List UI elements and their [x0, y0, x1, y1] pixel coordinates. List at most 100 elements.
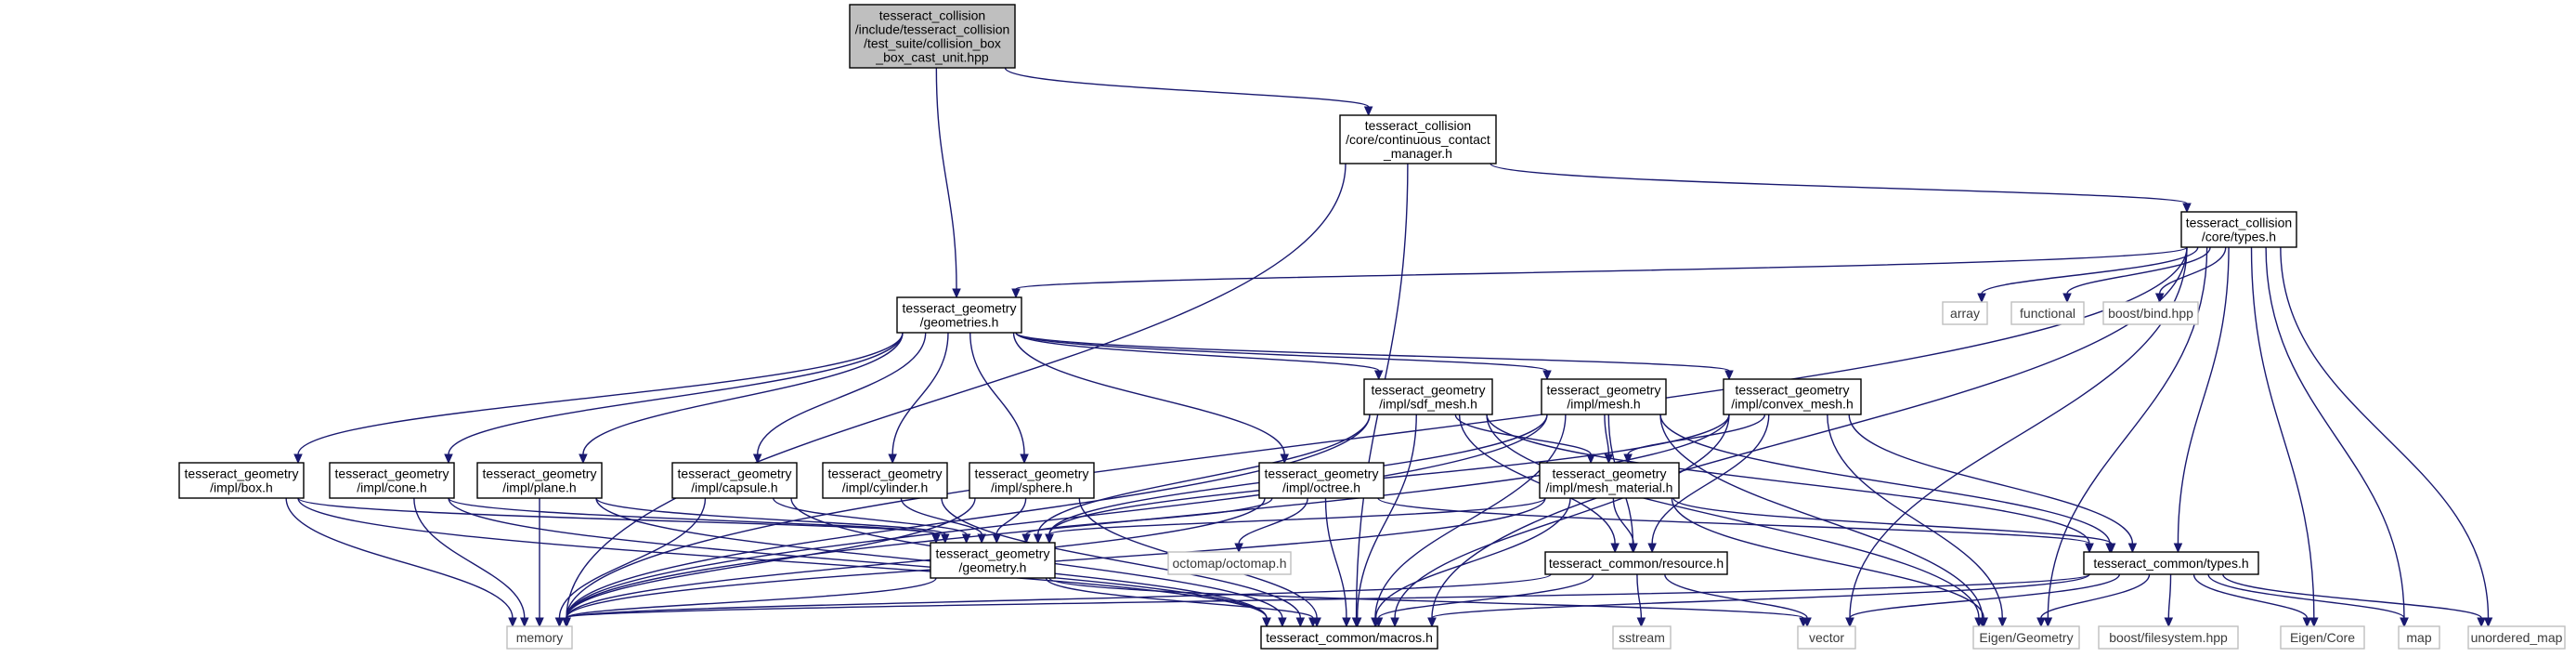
node-vector[interactable]: vector	[1797, 625, 1856, 650]
node-boostbind-box	[2102, 301, 2199, 325]
node-geometries[interactable]: tesseract_geometry/geometries.h	[896, 296, 1022, 334]
node-eigengeo[interactable]: Eigen/Geometry	[1972, 625, 2080, 650]
edge-arrowhead	[1427, 617, 1437, 628]
edge-resource-to-macros	[1377, 573, 1594, 619]
edge-resource-to-sstream	[1636, 573, 1643, 619]
node-label: /core/types.h	[2202, 230, 2276, 244]
edge-arrowhead	[2164, 617, 2174, 628]
node-geometry[interactable]: tesseract_geometry/geometry.h	[930, 542, 1056, 579]
node-capsule[interactable]: tesseract_geometry/impl/capsule.h	[671, 462, 798, 499]
node-label: tesseract_geometry	[828, 466, 943, 481]
node-label: tesseract_common/resource.h	[1549, 556, 1724, 571]
edge-ccm-to-ctypes	[1490, 163, 2188, 204]
edge-mesh-to-eigengeo	[1659, 414, 1984, 619]
edge-arrowhead	[752, 453, 762, 465]
node-sphere[interactable]: tesseract_geometry/impl/sphere.h	[969, 462, 1095, 499]
edge-arrowhead	[1977, 293, 1986, 304]
node-ccm[interactable]: tesseract_collision/core/continuous_cont…	[1339, 114, 1497, 164]
node-cone[interactable]: tesseract_geometry/impl/cone.h	[329, 462, 455, 499]
edge-meshmat-to-geometry	[1048, 497, 1546, 535]
edge-arrowhead	[940, 533, 950, 545]
edge-ctypes-to-array	[1981, 246, 2199, 295]
node-label: tesseract_collision	[879, 8, 985, 23]
edge-arrowhead	[2127, 543, 2138, 554]
node-sdfmesh[interactable]: tesseract_geometry/impl/sdf_mesh.h	[1363, 378, 1493, 415]
edge-geometries-to-plane	[582, 332, 904, 455]
node-convex-box	[1723, 378, 1862, 415]
edge-meshmat-to-memory	[566, 497, 1546, 619]
node-label: /impl/cone.h	[357, 480, 426, 495]
node-resource[interactable]: tesseract_common/resource.h	[1544, 551, 1728, 575]
edge-resource-to-memory	[566, 573, 1552, 619]
node-umap[interactable]: unordered_map	[2467, 625, 2566, 650]
edge-convex-to-resource	[1651, 414, 1770, 545]
node-ctypesh[interactable]: tesseract_common/types.h	[2083, 551, 2259, 575]
edge-arrowhead	[2182, 203, 2192, 214]
edge-octree-to-memory	[566, 497, 1266, 619]
edge-cone-to-geometry	[448, 497, 937, 535]
node-label: tesseract_geometry	[185, 466, 299, 481]
node-sstream[interactable]: sstream	[1612, 625, 1672, 650]
edge-convex-to-macros	[1394, 414, 1730, 619]
node-functional-box	[2010, 301, 2085, 325]
node-label: unordered_map	[2471, 630, 2563, 645]
edge-mesh-to-meshmat	[1604, 414, 1610, 455]
node-ctypesh-box	[2083, 551, 2259, 575]
node-label: tesseract_geometry	[975, 466, 1089, 481]
node-array[interactable]: array	[1942, 301, 1988, 325]
edge-arrowhead	[1262, 617, 1271, 628]
node-plane[interactable]: tesseract_geometry/impl/plane.h	[476, 462, 603, 499]
node-octree[interactable]: tesseract_geometry/impl/octree.h	[1258, 462, 1385, 499]
edge-arrowhead	[1629, 543, 1638, 554]
edge-arrowhead	[2173, 543, 2183, 554]
node-functional[interactable]: functional	[2010, 301, 2085, 325]
node-label: /core/continuous_contact	[1346, 132, 1490, 147]
edge-arrowhead	[1373, 370, 1384, 381]
edge-arrowhead	[1021, 533, 1031, 545]
edge-meshmat-to-resource	[1612, 497, 1634, 545]
node-ctypes[interactable]: tesseract_collision/core/types.h	[2180, 211, 2297, 248]
node-macros[interactable]: tesseract_common/macros.h	[1260, 625, 1438, 650]
node-label: tesseract_geometry	[1547, 383, 1661, 398]
node-meshmat[interactable]: tesseract_geometry/impl/mesh_material.h	[1539, 462, 1680, 499]
node-label: tesseract_geometry	[335, 466, 449, 481]
node-label: tesseract_geometry	[936, 546, 1050, 561]
node-box[interactable]: tesseract_geometry/impl/box.h	[178, 462, 305, 499]
node-root-box	[849, 4, 1016, 69]
edge-geometry-to-memory	[566, 577, 937, 619]
node-label: octomap/octomap.h	[1173, 556, 1287, 571]
node-plane-box	[476, 462, 603, 499]
node-label: tesseract_geometry	[1736, 383, 1850, 398]
edge-sdfmesh-to-geometry	[1037, 414, 1371, 535]
node-octree-box	[1258, 462, 1385, 499]
node-umap-box	[2467, 625, 2566, 650]
edge-arrowhead	[931, 533, 941, 545]
edge-ctypes-to-eigencore	[2250, 246, 2315, 619]
edge-arrowhead	[952, 288, 961, 299]
node-memory[interactable]: memory	[506, 625, 573, 650]
node-label: memory	[516, 630, 564, 645]
edge-ctypesh-to-umap	[2222, 573, 2482, 619]
node-root[interactable]: tesseract_collision/include/tesseract_co…	[849, 4, 1016, 69]
node-map[interactable]: map	[2398, 625, 2440, 650]
node-eigencore[interactable]: Eigen/Core	[2280, 625, 2365, 650]
edge-root-to-geometries	[935, 67, 957, 290]
edge-ctypesh-to-memory	[566, 573, 2090, 619]
edge-geometries-to-cone	[448, 332, 904, 455]
edge-arrowhead	[1604, 453, 1614, 465]
node-boostfs[interactable]: boost/filesystem.hpp	[2098, 625, 2239, 650]
edge-ctypes-to-ctypesh	[2177, 246, 2230, 545]
edge-box-to-geometry	[297, 497, 937, 535]
node-mesh[interactable]: tesseract_geometry/impl/mesh.h	[1541, 378, 1667, 415]
node-label: tesseract_geometry	[1553, 466, 1667, 481]
node-boostbind[interactable]: boost/bind.hpp	[2102, 301, 2199, 325]
edge-arrowhead	[2483, 617, 2493, 628]
edge-geometries-to-convex	[1015, 332, 1730, 372]
node-cylinder[interactable]: tesseract_geometry/impl/cylinder.h	[822, 462, 948, 499]
nodes-layer: tesseract_collision/include/tesseract_co…	[178, 4, 2566, 650]
edge-arrowhead	[992, 533, 1002, 545]
node-convex[interactable]: tesseract_geometry/impl/convex_mesh.h	[1723, 378, 1862, 415]
edge-arrowhead	[2043, 617, 2053, 628]
node-octomap[interactable]: octomap/octomap.h	[1167, 551, 1292, 575]
node-capsule-box	[671, 462, 798, 499]
